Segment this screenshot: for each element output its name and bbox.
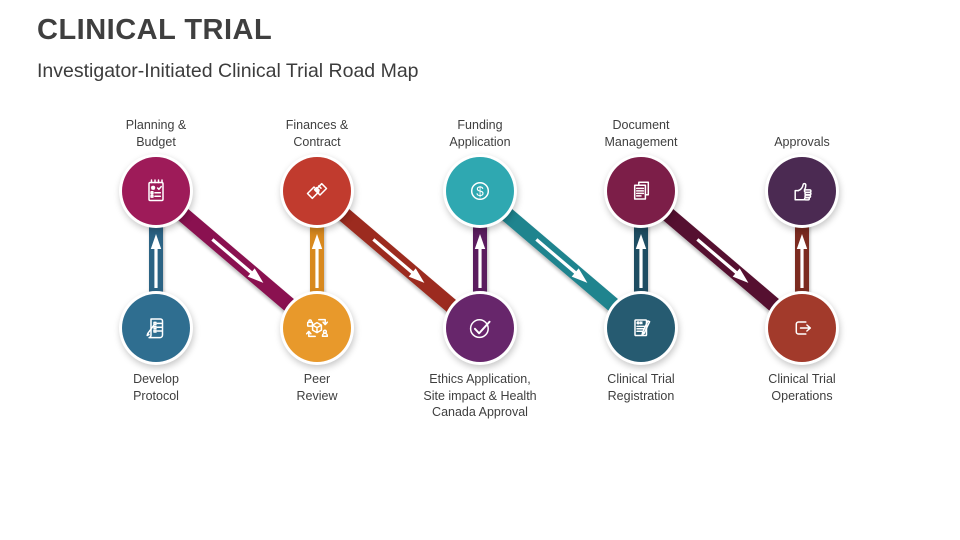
documents-icon [633,181,650,200]
diagonal-arrow [535,237,588,283]
label-text: Funding Application [449,118,511,149]
label-text: Develop Protocol [133,372,179,403]
node-clinical-trial-registration [607,294,675,362]
connector-diag-planning-to-peer [151,185,323,335]
slide-title: CLINICAL TRIAL [37,14,273,46]
diagonal-arrow [211,237,264,283]
dollar-coin-icon: $ [470,181,490,201]
connector-up-ethics-to-funding [473,191,487,328]
label-clinical-trial-operations: Clinical Trial Operations [717,371,887,404]
connector-up-peer-to-finances [310,191,324,328]
node-ethics-approval [446,294,514,362]
connector-up-operations-to-approvals [795,191,809,328]
connector-diag-finances-to-ethics [312,185,484,335]
node-approvals [768,157,836,225]
svg-text:$: $ [476,184,484,199]
connector-up-registration-to-document [634,191,648,328]
exit-arrow-icon [795,321,812,335]
label-peer-review: Peer Review [232,371,402,404]
diagonal-arrow [372,237,425,283]
registration-pencil-icon [634,319,651,337]
node-develop-protocol [122,294,190,362]
label-clinical-trial-registration: Clinical Trial Registration [556,371,726,404]
label-text: Document Management [604,118,678,149]
label-text: Finances & Contract [285,118,349,149]
label-planning-budget: Planning & Budget [71,112,241,150]
node-clinical-trial-operations [768,294,836,362]
up-arrow [311,234,323,288]
diagonal-arrow [696,237,749,283]
connector-diag-funding-to-registration [475,185,647,335]
handshake-icon [306,182,328,200]
up-arrow [635,234,647,288]
peer-review-icon [305,318,329,338]
label-funding-application: Funding Application [395,112,565,150]
connector-diag-document-to-operations [636,185,808,335]
thumbs-up-icon [794,182,812,201]
connector-up-protocol-to-planning [149,191,163,328]
label-develop-protocol: Develop Protocol [71,371,241,404]
node-document-management [607,157,675,225]
node-planning-budget [122,157,190,225]
label-text: Approvals [774,134,830,149]
budget-checklist-icon [148,179,164,202]
up-arrow [150,234,162,288]
node-peer-review [283,294,351,362]
check-circle-icon [469,319,491,339]
label-finances-contract: Finances & Contract [232,112,402,150]
node-funding-application: $ [446,157,514,225]
protocol-document-icon [146,318,164,339]
up-arrow [474,234,486,288]
label-text: Ethics Application, Site impact & Health… [423,372,537,419]
up-arrow [796,234,808,288]
label-text: Clinical Trial Operations [768,372,836,403]
label-document-management: Document Management [556,112,726,150]
slide-subtitle: Investigator-Initiated Clinical Trial Ro… [37,60,419,82]
label-ethics-approval: Ethics Application, Site impact & Health… [395,371,565,421]
label-approvals: Approvals [717,112,887,150]
label-text: Planning & Budget [125,118,187,149]
label-text: Peer Review [296,372,338,403]
node-finances-contract [283,157,351,225]
label-text: Clinical Trial Registration [607,372,675,403]
